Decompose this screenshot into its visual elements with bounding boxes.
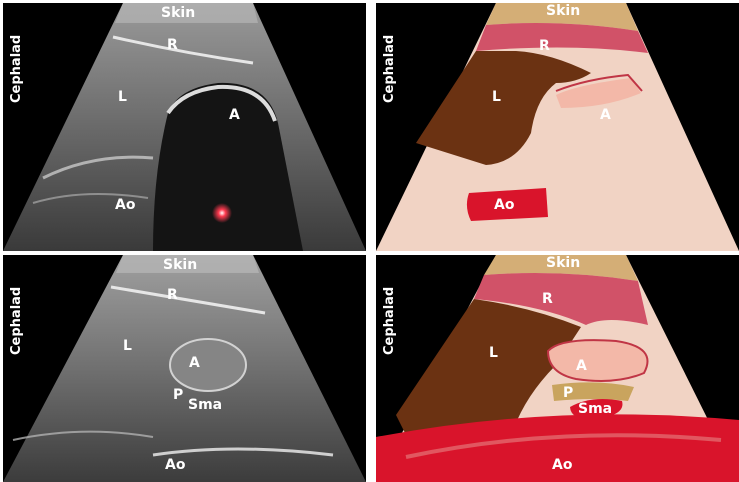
label-rectus: R: [167, 37, 178, 53]
label-rectus: R: [167, 287, 178, 303]
label-aorta: Ao: [494, 197, 514, 213]
label-skin: Skin: [163, 257, 197, 273]
label-antrum: A: [229, 107, 240, 123]
label-sma: Sma: [578, 401, 612, 417]
label-antrum: A: [576, 358, 587, 374]
label-antrum: A: [600, 107, 611, 123]
orientation-label: Cephalad: [382, 287, 397, 355]
label-liver: L: [492, 89, 501, 105]
label-skin: Skin: [546, 255, 580, 271]
label-skin: Skin: [546, 3, 580, 19]
label-pancreas: P: [173, 387, 183, 403]
schematic-image-bottom: [376, 255, 739, 482]
pointer-marker: [212, 203, 232, 223]
label-sma: Sma: [188, 397, 222, 413]
schematic-panel-bottom: Cephalad Skin R L A P Sma Ao: [376, 255, 739, 482]
label-antrum: A: [189, 355, 200, 371]
label-skin: Skin: [161, 5, 195, 21]
ultrasound-image-top: [3, 3, 366, 251]
ultrasound-panel-bottom: Cephalad Skin R L A P Sma Ao: [3, 255, 366, 482]
label-aorta: Ao: [552, 457, 572, 473]
schematic-image-top: [376, 3, 739, 251]
ultrasound-panel-top: Cephalad Skin R L A Ao: [3, 3, 366, 251]
label-liver: L: [118, 89, 127, 105]
orientation-label: Cephalad: [9, 287, 24, 355]
label-aorta: Ao: [115, 197, 135, 213]
label-rectus: R: [542, 291, 553, 307]
label-aorta: Ao: [165, 457, 185, 473]
schematic-panel-top: Cephalad Skin R L A Ao: [376, 3, 739, 251]
label-liver: L: [123, 338, 132, 354]
orientation-label: Cephalad: [382, 35, 397, 103]
label-liver: L: [489, 345, 498, 361]
label-rectus: R: [539, 38, 550, 54]
ultrasound-image-bottom: [3, 255, 366, 482]
label-pancreas: P: [563, 385, 573, 401]
orientation-label: Cephalad: [9, 35, 24, 103]
